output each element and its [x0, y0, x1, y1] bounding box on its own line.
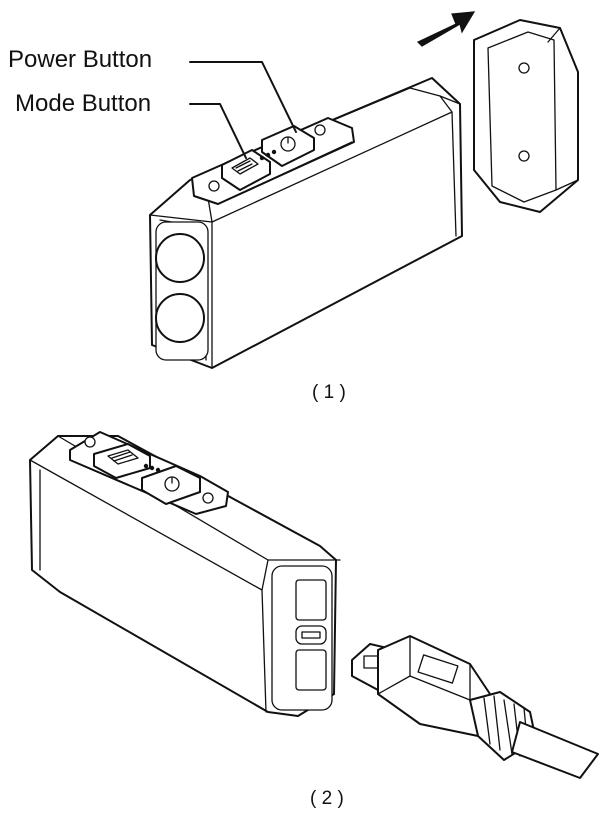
power-button-label: Power Button	[8, 46, 153, 73]
lens-top-icon	[155, 233, 205, 283]
usb-port-icon	[295, 625, 327, 645]
screw-icon	[314, 124, 326, 136]
removal-arrow-icon	[416, 11, 476, 47]
screw-icon	[202, 492, 214, 504]
end-cap	[473, 19, 579, 213]
mode-button-leader	[189, 103, 247, 159]
screw-icon	[518, 62, 530, 74]
figure-2-caption: ( 2 )	[310, 788, 344, 809]
mode-button-label: Mode Button	[15, 90, 152, 117]
power-button-leader	[189, 61, 297, 133]
screw-icon	[208, 180, 220, 192]
figure-1-caption: ( 1 )	[312, 382, 346, 403]
lens-bottom-icon	[155, 293, 205, 343]
slot-bottom-icon	[295, 649, 327, 691]
slot-top-icon	[295, 579, 327, 621]
figure-2-device	[29, 431, 341, 717]
power-button-2-icon	[141, 465, 201, 505]
screw-icon	[84, 436, 96, 448]
usb-cable	[351, 635, 599, 779]
screw-icon	[518, 150, 530, 162]
figure-1-device	[149, 77, 463, 369]
